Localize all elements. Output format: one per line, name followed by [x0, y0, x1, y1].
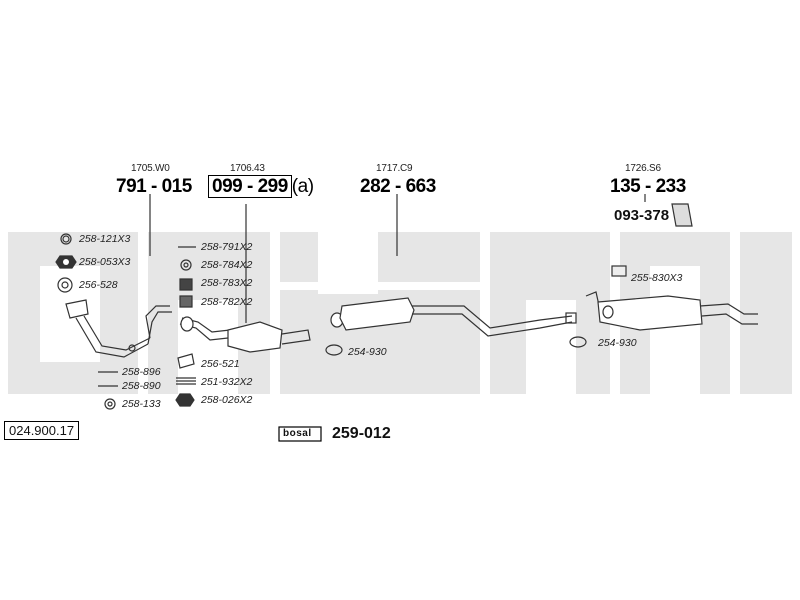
ring-icon — [60, 233, 72, 245]
rear-silencer-drawing — [585, 291, 758, 331]
rear-silencer-part-number: 135 - 233 — [610, 176, 686, 197]
front-pipe-part-label: 258-053X3 — [79, 256, 131, 268]
catalyst-drawing — [179, 316, 311, 353]
front-pipe-lower-part-label: 258-890 — [122, 380, 161, 392]
catalyst-lower-part-label: 251-932X2 — [201, 376, 253, 388]
catalyst-part-label: 258-791X2 — [201, 241, 253, 253]
catalyst-part-label: 258-782X2 — [201, 296, 253, 308]
front-pipe-code: 1705.W0 — [131, 163, 170, 174]
rear-silencer-code: 1726.S6 — [625, 163, 661, 174]
front-pipe-lower-part-label: 258-896 — [122, 366, 161, 378]
catalyst-part-label: 258-784X2 — [201, 259, 253, 271]
washer-icon — [180, 259, 192, 271]
document-number: 024.900.17 — [4, 421, 80, 440]
catalyst-lower-part-label: 258-026X2 — [201, 394, 253, 406]
nut-icon — [179, 295, 193, 308]
assembly-kit-number: 259-012 — [332, 425, 391, 442]
gasket-icon — [177, 353, 195, 369]
ring-icon-inner — [62, 235, 70, 243]
nut-icon — [175, 393, 195, 407]
bracket-part-number: 093-378 — [614, 207, 670, 224]
spring-icon — [176, 377, 196, 385]
nut-icon — [179, 278, 193, 291]
middle-silencer-part-number: 282 - 663 — [360, 176, 436, 197]
rear-hanger-label: 255-830X3 — [631, 272, 683, 284]
front-pipe-drawing — [65, 299, 172, 358]
middle-silencer-drawing — [330, 297, 577, 337]
kit-logo-text: bosal — [283, 428, 312, 439]
kit-box-icon — [278, 426, 322, 442]
front-pipe-part-label: 258-121X3 — [79, 233, 131, 245]
catalyst-part-label: 258-783X2 — [201, 277, 253, 289]
front-pipe-part-number: 791 - 015 — [116, 176, 192, 197]
hanger-icon — [611, 265, 627, 277]
catalyst-suffix: (a) — [291, 176, 314, 197]
washer-icon — [104, 398, 116, 410]
front-pipe-lower-part-label: 258-133 — [122, 398, 161, 410]
clamp-icon — [569, 336, 587, 348]
catalyst-lower-part-label: 256-521 — [201, 358, 240, 370]
rear-clamp-label: 254-930 — [598, 337, 637, 349]
gasket-icon — [57, 277, 73, 293]
catalyst-part-number: 099 - 299 — [208, 175, 292, 198]
catalyst-code: 1706.43 — [230, 163, 265, 174]
middle-silencer-code: 1717.C9 — [376, 163, 413, 174]
front-pipe-part-label: 256-528 — [79, 279, 118, 291]
middle-clamp-label: 254-930 — [348, 346, 387, 358]
clamp-icon — [325, 344, 343, 356]
bracket-icon — [671, 203, 693, 227]
